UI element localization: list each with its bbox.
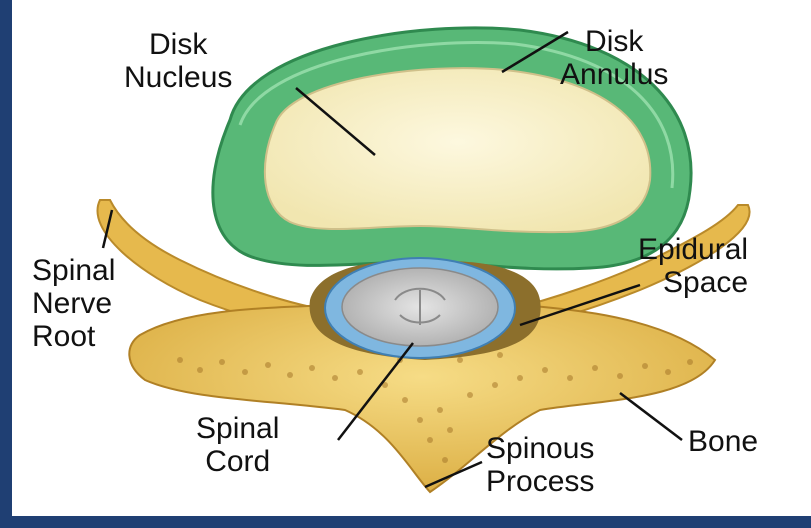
label-spinal-nerve-root: Spinal Nerve Root bbox=[32, 254, 115, 353]
disk-nucleus-shape bbox=[265, 68, 650, 232]
label-bone: Bone bbox=[688, 425, 758, 458]
label-spinous-process: Spinous Process bbox=[486, 432, 594, 498]
label-disk-annulus: Disk Annulus bbox=[560, 25, 668, 91]
label-epidural-space: Epidural Space bbox=[638, 233, 748, 299]
label-spinal-cord: Spinal Cord bbox=[196, 412, 279, 478]
label-disk-nucleus: Disk Nucleus bbox=[124, 28, 232, 94]
